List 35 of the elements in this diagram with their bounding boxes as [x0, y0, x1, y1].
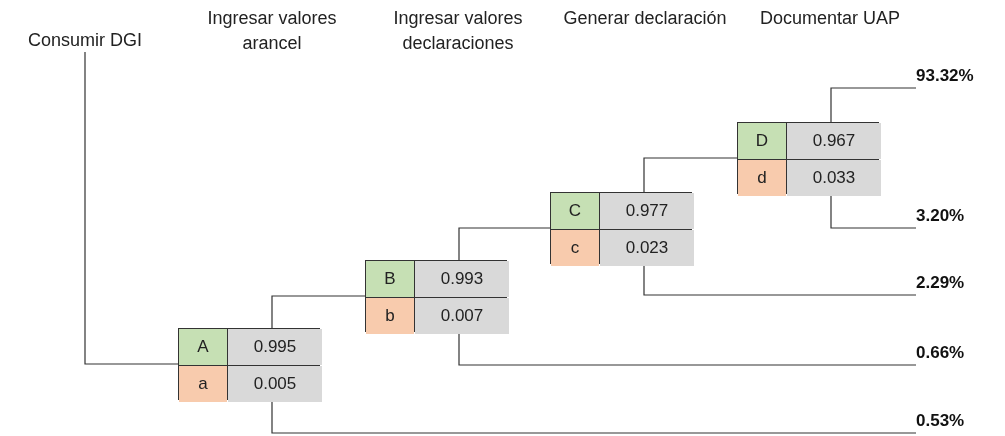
failure-probability: 0.005 — [228, 366, 322, 402]
success-probability: 0.993 — [415, 261, 509, 297]
connector-line — [271, 295, 366, 329]
connector-line — [830, 87, 917, 123]
success-probability: 0.967 — [787, 123, 881, 159]
probability-table — [737, 122, 879, 194]
failure-probability: 0.007 — [415, 298, 509, 334]
success-probability: 0.995 — [228, 329, 322, 365]
failure-probability: 0.033 — [787, 160, 881, 196]
failure-event-label: c — [551, 230, 599, 266]
success-probability: 0.977 — [600, 193, 694, 229]
column-heading: Documentar UAP — [758, 7, 902, 30]
start-event-label: Consumir DGI — [10, 28, 160, 52]
failure-event-label: d — [738, 160, 786, 196]
success-event-label: B — [366, 261, 414, 297]
outcome-percentage: 3.20% — [916, 204, 1000, 228]
failure-event-label: b — [366, 298, 414, 334]
column-heading: Generar declaración — [562, 7, 728, 30]
probability-table — [365, 260, 507, 332]
column-heading: Ingresar valores arancel — [206, 7, 338, 55]
success-event-label: C — [551, 193, 599, 229]
outcome-percentage: 0.66% — [916, 341, 1000, 365]
failure-event-label: a — [179, 366, 227, 402]
failure-probability: 0.023 — [600, 230, 694, 266]
connector-line — [643, 157, 738, 193]
outcome-percentage: 0.53% — [916, 409, 1000, 433]
probability-table — [178, 328, 320, 400]
outcome-percentage: 93.32% — [916, 64, 1000, 88]
probability-table — [550, 192, 692, 264]
success-event-label: A — [179, 329, 227, 365]
column-heading: Ingresar valores declaraciones — [392, 7, 524, 55]
success-event-label: D — [738, 123, 786, 159]
connector-line — [458, 227, 551, 261]
connector-line — [84, 51, 179, 365]
outcome-percentage: 2.29% — [916, 271, 1000, 295]
